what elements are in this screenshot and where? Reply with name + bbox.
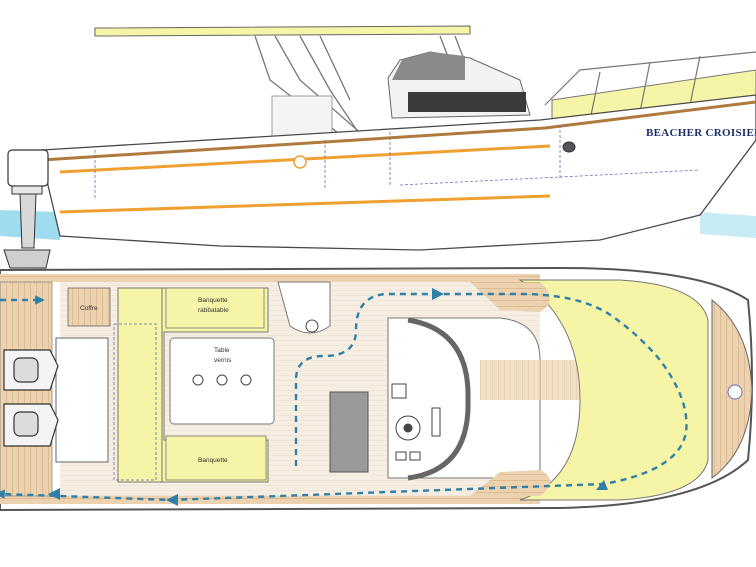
hull [41, 94, 756, 251]
deck-plan: Coffre Banquette rabbatable Table vernis… [0, 266, 753, 512]
aft-bench [55, 337, 109, 463]
wet-bar [277, 281, 331, 334]
hull-porthole-bow [562, 141, 576, 153]
coffre-locker [67, 287, 111, 327]
gunwale-teak-top [0, 274, 540, 282]
banquette-lower [165, 435, 267, 481]
table-cupholders [192, 374, 252, 386]
hull-name: BEACHER CROISIERE [646, 127, 756, 139]
hull-layout-dashes [94, 125, 701, 200]
flow-arrowheads [48, 288, 608, 506]
cooler-box [329, 391, 369, 473]
saloon-seat-back [117, 287, 163, 483]
hardtop-roof [94, 25, 471, 37]
banquette-rabbatable-label-1: Banquette [198, 297, 228, 304]
banquette-rabbatable-label-2: rabbatable [198, 307, 229, 314]
anchor-winch-icon [727, 384, 743, 400]
bow-teak-top [470, 282, 550, 312]
bow-teak-bottom [470, 470, 550, 496]
cabin-window [408, 92, 526, 112]
banquette-rabbatable [165, 287, 265, 329]
wet-bar-sink [305, 319, 319, 333]
bow-sunpad-top [518, 279, 709, 501]
table-label-2: vernis [214, 357, 232, 364]
cabin-roof-grey [392, 52, 465, 80]
outboard-engine-top [3, 349, 59, 447]
outboard-engine [3, 149, 51, 269]
helm-windshield [407, 317, 471, 481]
flow-path-main [0, 292, 688, 502]
helm-seat [271, 95, 333, 137]
helm-teak-strip [480, 360, 580, 400]
seating-dash-outline [113, 323, 157, 481]
gunwale-teak-bottom [0, 496, 540, 504]
coffre-label: Coffre [80, 305, 98, 312]
table-label-1: Table [214, 347, 230, 354]
side-profile: BEACHER CROISIERE [0, 25, 756, 269]
banquette-label: Banquette [198, 457, 228, 464]
hull-stripe-lower [59, 194, 551, 214]
bow-rail [544, 51, 756, 121]
rub-rail [41, 100, 756, 162]
hull-porthole-aft [293, 155, 307, 169]
water-line-bow [700, 212, 756, 238]
helm-instruments [391, 383, 441, 461]
circulation-flow [0, 292, 688, 502]
